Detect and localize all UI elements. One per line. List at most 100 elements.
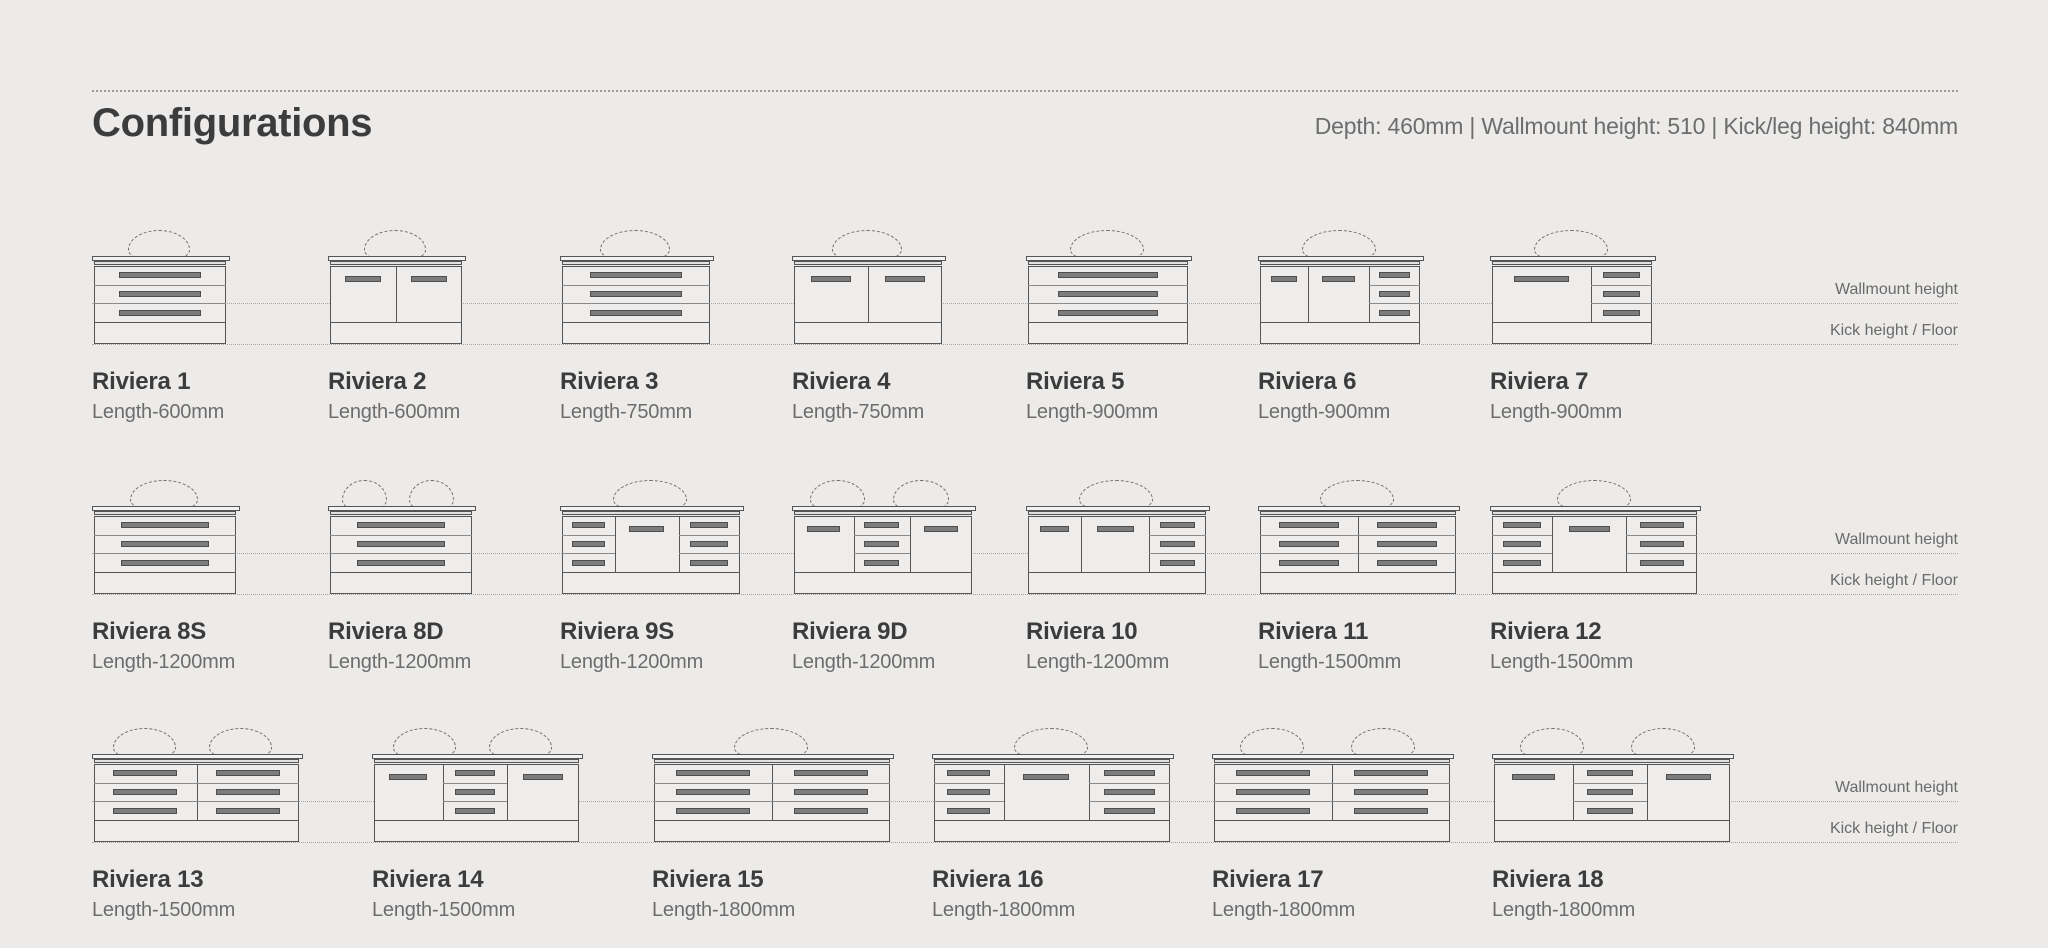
drawer-handle [454, 789, 495, 795]
column-divider [1308, 266, 1309, 322]
counter-lip [1494, 759, 1730, 763]
drawer-handle [810, 276, 852, 282]
drawer-handle [1514, 276, 1569, 282]
drawer-handle [590, 291, 682, 297]
drawer-separator [934, 782, 1004, 784]
unit-title: Riviera 4 [792, 368, 891, 395]
counter-top [1258, 256, 1424, 261]
counter-top [1258, 506, 1460, 511]
counter-lip [1028, 511, 1206, 515]
unit-length: Length-750mm [792, 401, 925, 423]
drawer-handle [571, 522, 605, 529]
drawer-separator [94, 553, 236, 555]
cabinet-body [94, 516, 236, 594]
drawer-handle [215, 770, 280, 777]
kick-height-floor-label: Kick height / Floor [1829, 820, 1958, 837]
column-divider [1591, 266, 1593, 322]
drawer-handle [1587, 770, 1634, 777]
counter-lip [1214, 759, 1450, 763]
counter-lip [330, 261, 462, 265]
cabinet-body [934, 764, 1170, 842]
drawer-handle [1278, 541, 1340, 547]
counter-lip [794, 511, 972, 515]
drawer-handle [356, 559, 445, 566]
counter-lip [1492, 511, 1697, 515]
drawer-handle [1354, 807, 1428, 814]
column-divider [909, 516, 911, 572]
kick-height-floor-label: Kick height / Floor [1829, 322, 1958, 339]
drawer-handle [1378, 309, 1411, 316]
drawer-handle [590, 272, 682, 279]
unit-title: Riviera 6 [1258, 368, 1357, 395]
counter-lip [1492, 261, 1652, 265]
drawer-handle [1040, 526, 1070, 532]
column-divider [772, 764, 773, 820]
counter-top [1492, 754, 1734, 759]
kick-separator [1260, 572, 1456, 573]
kick-separator [94, 820, 299, 821]
unit-length: Length-900mm [1490, 401, 1623, 423]
unit-length: Length-900mm [1258, 401, 1391, 423]
drawer-separator [1368, 284, 1420, 286]
unit-length: Length-750mm [560, 401, 693, 423]
drawer-separator [1260, 534, 1358, 536]
drawer-handle [1602, 291, 1641, 297]
counter-lip [794, 261, 942, 265]
column-divider [1003, 764, 1005, 820]
column-divider [1358, 516, 1359, 572]
drawer-separator [772, 801, 890, 803]
drawer-separator [1626, 534, 1697, 536]
drawer-handle [1639, 559, 1684, 566]
drawer-handle [1376, 522, 1438, 529]
drawer-separator [1368, 303, 1420, 305]
drawer-handle [947, 807, 991, 814]
drawer-handle [1587, 807, 1634, 814]
drawer-handle [676, 807, 750, 814]
drawer-handle [864, 541, 900, 547]
drawer-handle [119, 272, 201, 279]
kick-separator [562, 572, 740, 573]
counter-lip [562, 511, 740, 515]
unit-length: Length-1500mm [1258, 651, 1402, 673]
drawer-handle [1022, 774, 1070, 780]
kick-separator [94, 322, 226, 323]
drawer-separator [678, 534, 740, 536]
drawer-handle [676, 770, 750, 777]
counter-lip [374, 759, 579, 763]
drawer-handle [120, 559, 209, 566]
column-divider [1552, 516, 1554, 572]
drawer-handle [864, 522, 900, 529]
column-divider [868, 266, 869, 322]
drawer-handle [120, 522, 209, 529]
drawer-handle [1236, 770, 1310, 777]
kick-floor-guide-line [92, 842, 1958, 843]
drawer-handle [1354, 770, 1428, 777]
kick-separator [562, 322, 710, 323]
drawer-handle [1159, 541, 1196, 547]
kick-separator [1028, 322, 1188, 323]
counter-top [560, 256, 714, 261]
unit-length: Length-1500mm [1490, 651, 1634, 673]
unit-length: Length-1200mm [92, 651, 236, 673]
drawer-handle [1587, 789, 1634, 795]
unit-title: Riviera 15 [652, 866, 764, 893]
header-spec-text: Depth: 460mm | Wallmount height: 510 | K… [1314, 113, 1958, 139]
kick-separator [1260, 322, 1420, 323]
drawer-handle [1378, 272, 1411, 279]
drawer-separator [330, 553, 472, 555]
counter-top [328, 506, 476, 511]
cabinet-body [562, 266, 710, 344]
unit-title: Riviera 8S [92, 618, 207, 645]
drawer-handle [113, 807, 178, 814]
drawer-handle [947, 770, 991, 777]
drawer-handle [215, 789, 280, 795]
drawer-handle [1665, 774, 1712, 780]
